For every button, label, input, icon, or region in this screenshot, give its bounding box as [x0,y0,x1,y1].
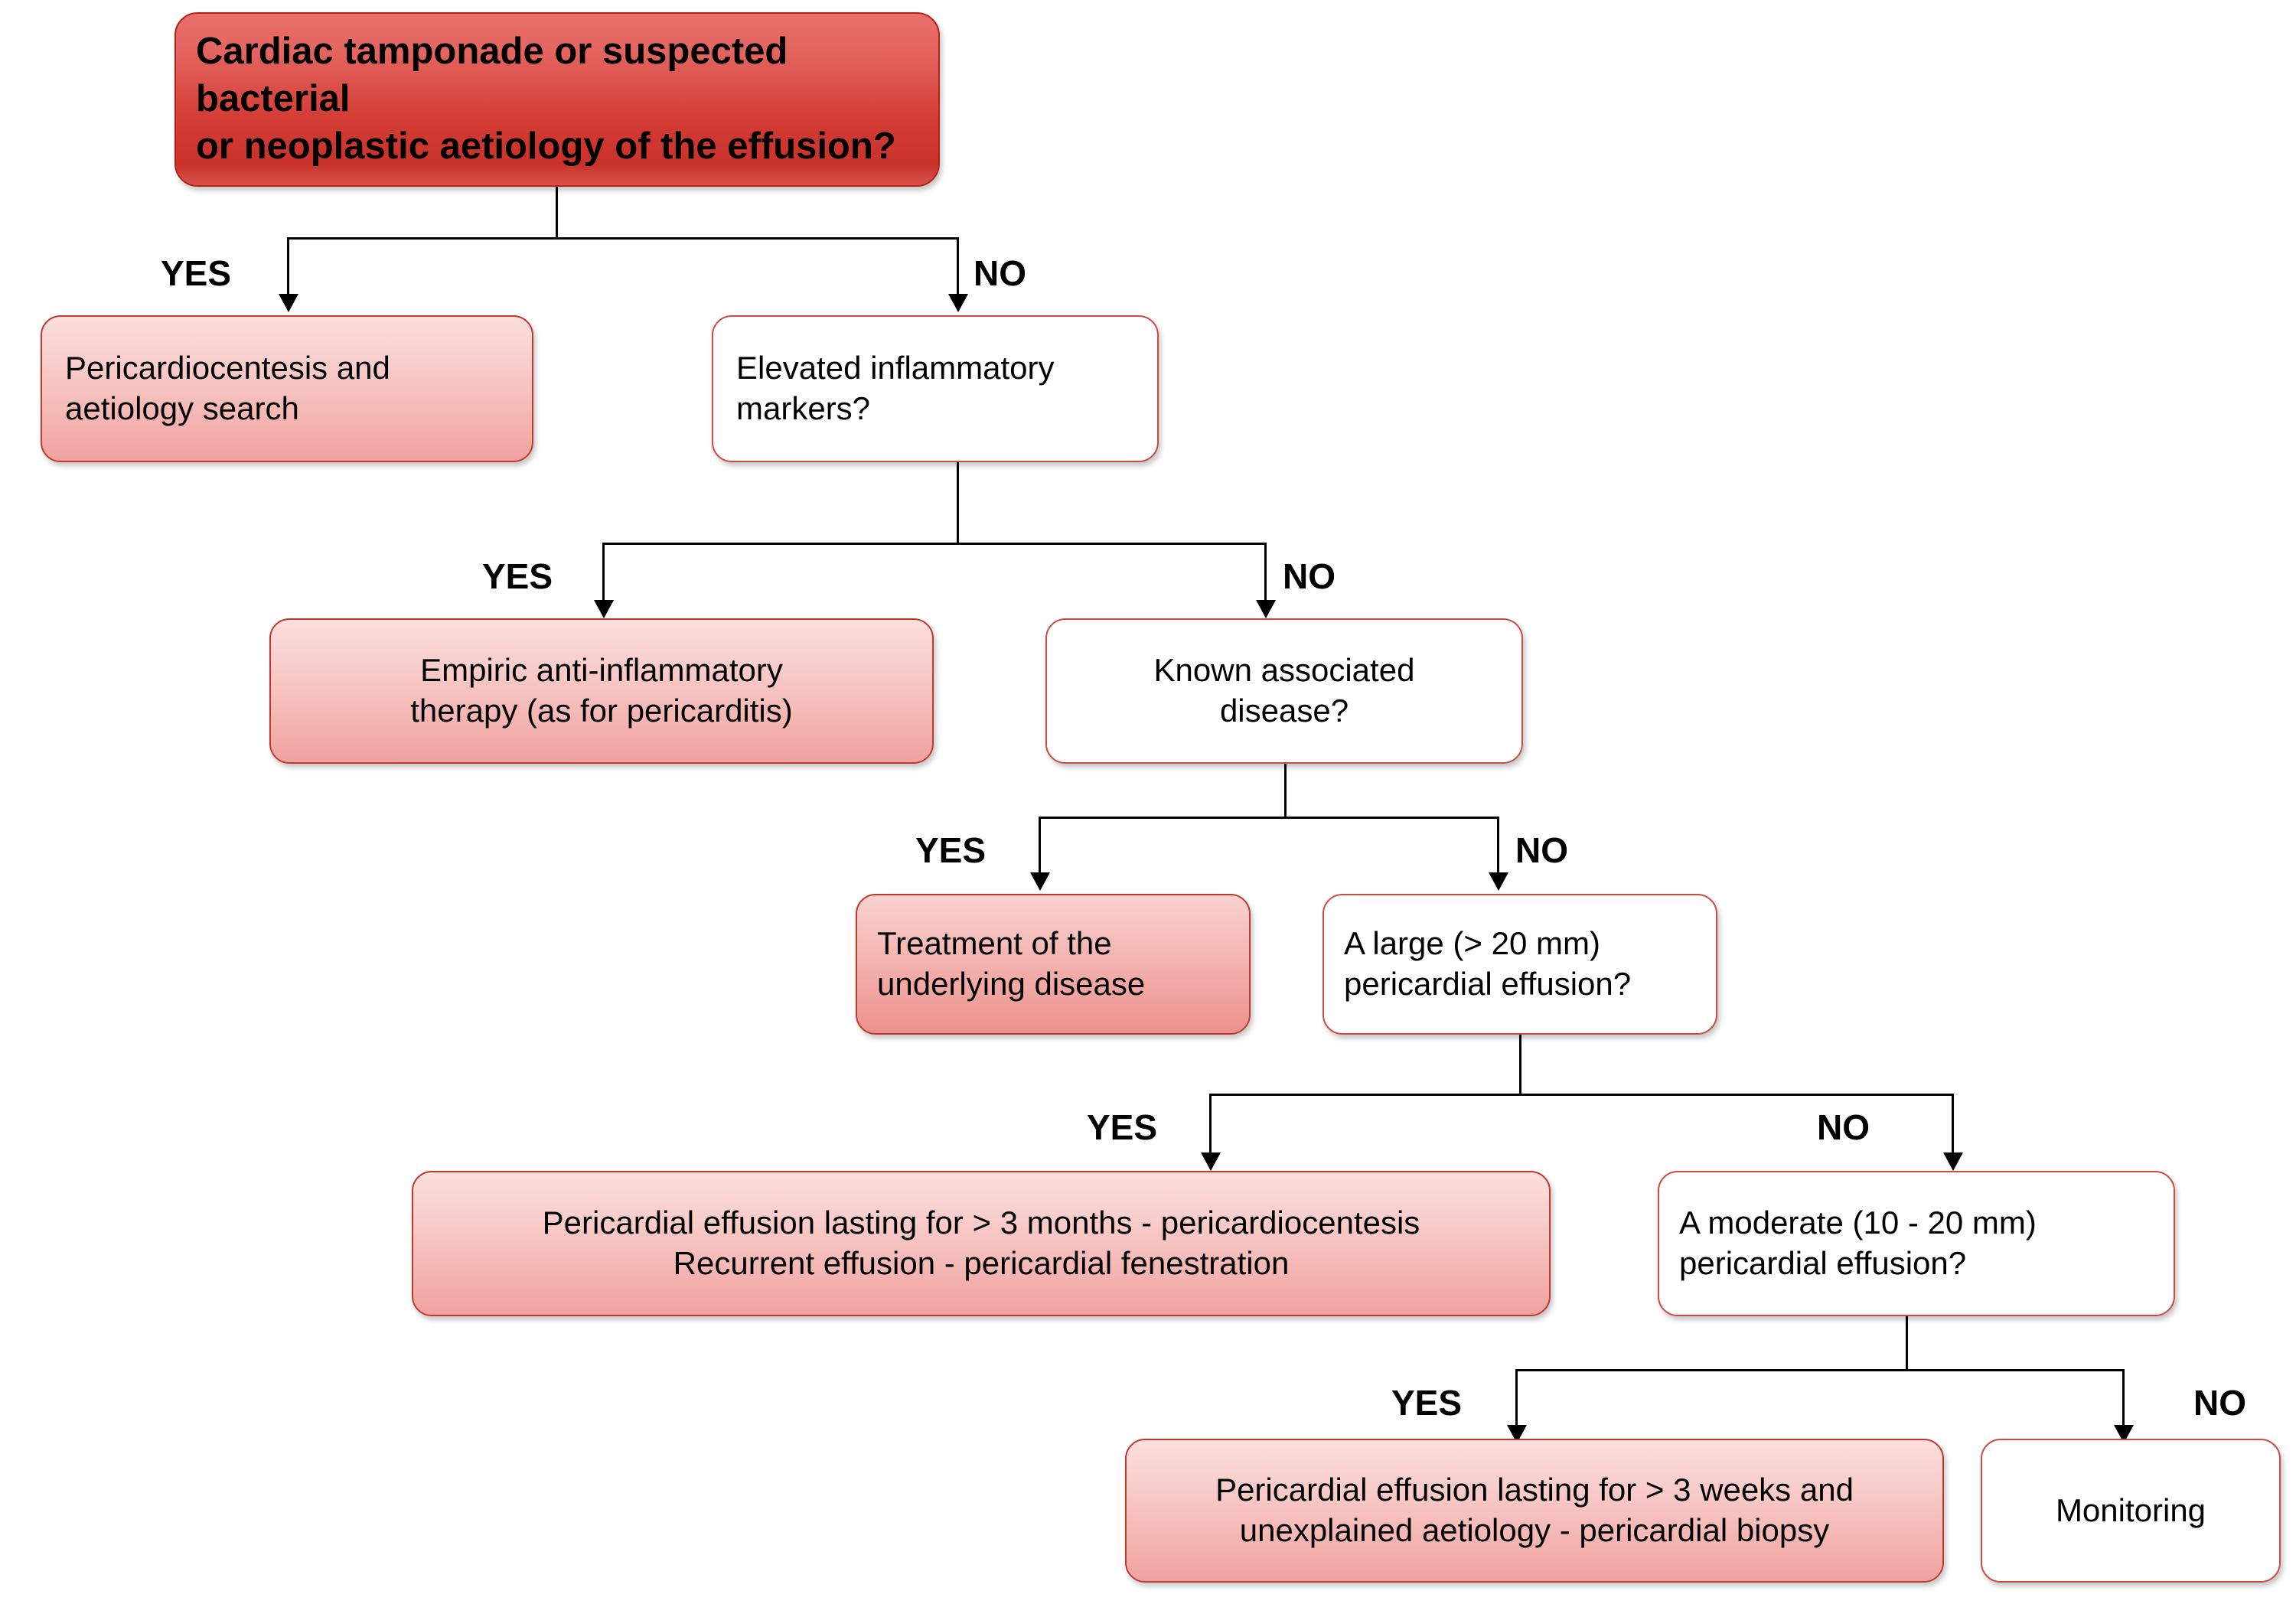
node-pericardiocentesis-line-1: Pericardiocentesis and [65,350,390,386]
node-moderate-effusion[interactable]: A moderate (10 - 20 mm) pericardial effu… [1658,1171,2175,1316]
branch-label-moderate-effusion-no: NO [2193,1383,2246,1423]
branch-label-large-effusion-no: NO [1817,1107,1870,1147]
node-known-disease-line-2: disease? [1219,693,1349,729]
connector-known-disease-yes-arm [1039,817,1041,876]
arrowhead-large-effusion-no [1943,1152,1963,1171]
node-moderate-effusion-line-1: A moderate (10 - 20 mm) [1679,1205,2037,1241]
node-monitoring-line-1: Monitoring [2055,1491,2206,1528]
connector-root-stem [556,187,558,239]
node-three-months-line-2: Recurrent effusion - pericardial fenestr… [673,1245,1290,1281]
node-large-effusion[interactable]: A large (> 20 mm) pericardial effusion? [1322,894,1717,1035]
node-inflammatory[interactable]: Elevated inflammatory markers? [712,315,1159,462]
connector-inflammatory-bar [602,543,1267,545]
node-monitoring[interactable]: Monitoring [1981,1439,2281,1583]
arrowhead-known-disease-yes [1030,872,1050,891]
arrowhead-large-effusion-yes [1201,1152,1221,1171]
arrowhead-inflammatory-yes [594,600,614,618]
connector-inflammatory-yes-arm [602,543,605,604]
node-root[interactable]: Cardiac tamponade or suspected bacterial… [174,12,940,187]
arrowhead-inflammatory-no [1256,600,1276,618]
connector-inflammatory-no-arm [1264,543,1267,604]
branch-label-inflammatory-yes: YES [482,556,553,596]
connector-known-disease-bar [1039,817,1499,819]
node-large-effusion-line-1: A large (> 20 mm) [1344,925,1600,962]
node-moderate-effusion-line-2: pericardial effusion? [1679,1245,1967,1281]
branch-label-large-effusion-yes: YES [1087,1107,1158,1147]
node-three-weeks-line-1: Pericardial effusion lasting for > 3 wee… [1215,1472,1854,1508]
node-empiric-therapy-line-2: therapy (as for pericarditis) [410,693,793,729]
branch-label-root-no: NO [974,253,1026,293]
connector-moderate-effusion-no-arm [2122,1369,2125,1429]
node-inflammatory-line-2: markers? [736,390,871,426]
connector-large-effusion-stem [1519,1035,1521,1096]
node-inflammatory-line-1: Elevated inflammatory [736,350,1055,386]
node-treat-underlying-line-2: underlying disease [877,966,1146,1002]
connector-root-no-arm [957,237,959,297]
branch-label-inflammatory-no: NO [1283,556,1336,596]
node-empiric-therapy[interactable]: Empiric anti-inflammatory therapy (as fo… [269,618,934,764]
node-pericardiocentesis-line-2: aetiology search [65,390,299,426]
connector-root-bar [287,237,959,240]
connector-moderate-effusion-bar [1515,1369,2125,1371]
arrowhead-root-no [948,294,968,312]
connector-moderate-effusion-yes-arm [1515,1369,1518,1429]
branch-label-known-disease-yes: YES [915,830,987,870]
connector-moderate-effusion-stem [1906,1316,1908,1371]
node-root-line-1: Cardiac tamponade or suspected bacterial [196,31,788,120]
branch-label-root-yes: YES [161,253,232,293]
node-large-effusion-line-2: pericardial effusion? [1344,966,1632,1002]
node-three-weeks-line-2: unexplained aetiology - pericardial biop… [1239,1512,1830,1548]
connector-large-effusion-bar [1209,1094,1954,1096]
connector-root-yes-arm [287,237,289,297]
node-three-months[interactable]: Pericardial effusion lasting for > 3 mon… [412,1171,1551,1316]
connector-inflammatory-stem [957,462,959,545]
connector-known-disease-no-arm [1497,817,1499,876]
connector-known-disease-stem [1284,764,1287,819]
node-known-disease[interactable]: Known associated disease? [1045,618,1523,764]
node-known-disease-line-1: Known associated [1153,652,1415,689]
node-treat-underlying-line-1: Treatment of the [877,925,1112,962]
node-root-line-2: or neoplastic aetiology of the effusion? [196,125,896,167]
node-three-weeks[interactable]: Pericardial effusion lasting for > 3 wee… [1125,1439,1944,1583]
branch-label-known-disease-no: NO [1515,830,1568,870]
arrowhead-root-yes [279,294,298,312]
node-pericardiocentesis[interactable]: Pericardiocentesis and aetiology search [41,315,533,462]
node-three-months-line-1: Pericardial effusion lasting for > 3 mon… [542,1205,1420,1241]
node-empiric-therapy-line-1: Empiric anti-inflammatory [420,652,783,689]
branch-label-moderate-effusion-yes: YES [1391,1383,1463,1423]
node-treat-underlying[interactable]: Treatment of the underlying disease [856,894,1251,1035]
connector-large-effusion-yes-arm [1209,1094,1212,1156]
connector-large-effusion-no-arm [1952,1094,1954,1156]
arrowhead-known-disease-no [1489,872,1508,891]
